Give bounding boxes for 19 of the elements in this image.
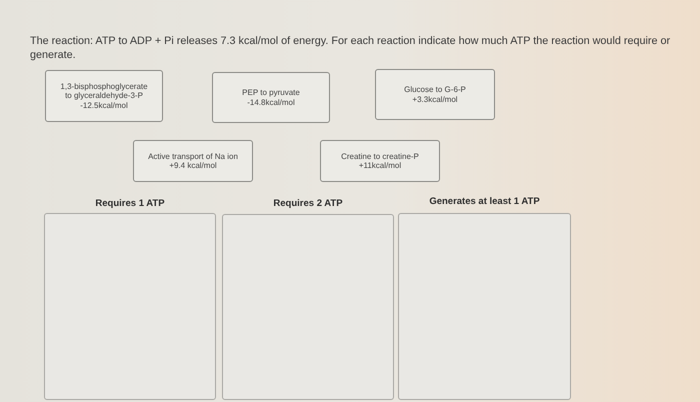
zone-heading: Generates at least 1 ATP xyxy=(429,196,540,208)
energy-value: +11kcal/mol xyxy=(358,161,402,170)
question-text: The reaction: ATP to ADP + Pi releases 7.3 kcal/mol of energy. For each reaction indicate how much ATP the reaction would require or generate. xyxy=(30,34,672,62)
reaction-name: Active transport of Na ion xyxy=(147,152,239,161)
reaction-name: 1,3-bisphosphoglycerate to glyceraldehyde-3-P xyxy=(59,82,149,101)
energy-value: +9.4 kcal/mol xyxy=(169,161,217,170)
answer-card xyxy=(133,140,253,182)
energy-value: +3.3kcal/mol xyxy=(412,94,458,104)
zone-heading: Requires 2 ATP xyxy=(273,198,343,210)
answer-card xyxy=(320,140,440,182)
zone-heading: Requires 1 ATP xyxy=(95,198,165,210)
reaction-name: Creatine to creatine-P xyxy=(340,152,420,161)
reaction-name: PEP to pyruvate xyxy=(241,88,301,98)
answer-card xyxy=(45,70,163,122)
energy-value: -14.8kcal/mol xyxy=(247,98,295,107)
energy-value: -12.5kcal/mol xyxy=(80,100,128,110)
reaction-name: Glucose to G-6-P xyxy=(403,85,467,94)
answer-card xyxy=(212,72,330,123)
answer-card xyxy=(375,69,495,120)
